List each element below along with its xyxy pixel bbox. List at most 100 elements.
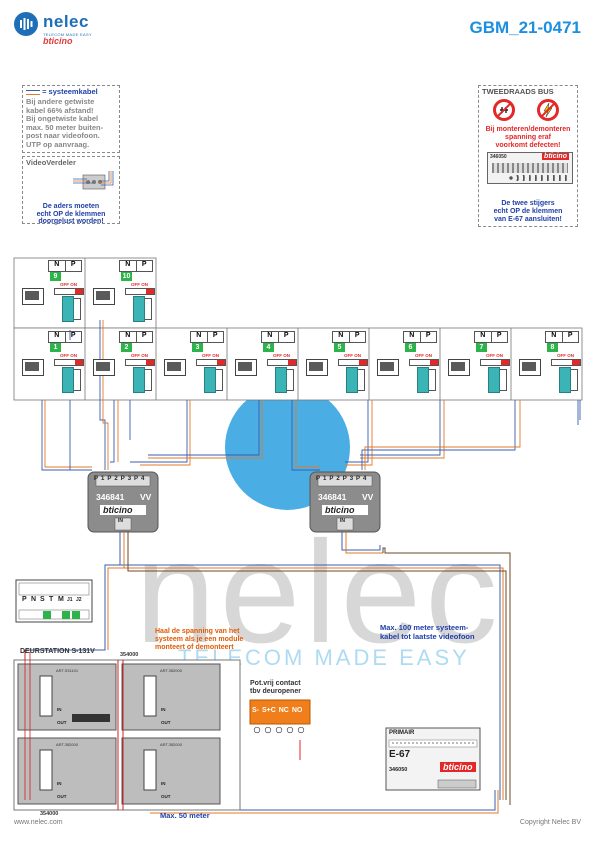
max-system-note: Max. 100 meter systeem- kabel tot laatst… bbox=[380, 623, 475, 641]
door-terminal: S bbox=[40, 596, 45, 603]
contact-title: Pot.vrij contact tbv deuropener bbox=[250, 680, 301, 696]
splitter-note-line: doorgelust worden! bbox=[38, 218, 104, 225]
phone-switch-label: OFF ON bbox=[131, 353, 148, 358]
terminal-n: N bbox=[49, 332, 66, 342]
contact-terminal: S- bbox=[252, 707, 259, 714]
phone-switch bbox=[480, 359, 510, 366]
bus-module-code: 346050 bbox=[490, 154, 507, 160]
bus-footer-line: echt OP de klemmen bbox=[493, 207, 563, 215]
splitter-port: P3 bbox=[120, 476, 135, 482]
phone-connector bbox=[346, 367, 358, 393]
monitor-icon bbox=[22, 359, 44, 376]
splitter-port: P1 bbox=[316, 476, 330, 482]
no-voltage-icon bbox=[537, 99, 559, 121]
contact-terminal-labels: S- S+C NC NO bbox=[252, 707, 302, 714]
splitter-note-line: De aders moeten bbox=[42, 203, 100, 210]
phone-bracket bbox=[287, 369, 294, 391]
splitter-vv: VV bbox=[140, 492, 152, 502]
terminal-p: P bbox=[70, 261, 76, 268]
terminal-n: N bbox=[49, 261, 66, 271]
phone-number-badge: 10 bbox=[121, 272, 132, 281]
phone-switch-label: OFF ON bbox=[202, 353, 219, 358]
door-out-label: OUT bbox=[57, 794, 67, 799]
bus-warning-line: Bij monteren/demonteren bbox=[485, 126, 571, 133]
cable-swatch-icon bbox=[26, 89, 40, 95]
phone-bracket bbox=[145, 369, 152, 391]
phone-switch bbox=[54, 288, 84, 295]
footer-copyright: Copyright Nelec BV bbox=[519, 819, 581, 826]
splitter-brand: bticino bbox=[325, 505, 355, 515]
splitter-code: 346841 bbox=[96, 492, 125, 502]
phone-switch-label: OFF ON bbox=[486, 353, 503, 358]
phone-connector bbox=[559, 367, 571, 393]
max-short-note: Max. 50 meter bbox=[160, 811, 210, 820]
door-module-code: ART.352000 bbox=[56, 742, 78, 747]
terminal-n: N bbox=[191, 332, 208, 342]
watermark-word: nelec bbox=[135, 511, 502, 673]
monitor-icon bbox=[519, 359, 541, 376]
phone-number-badge: 6 bbox=[405, 343, 416, 352]
phone-bracket bbox=[358, 369, 365, 391]
phone-number-badge: 8 bbox=[547, 343, 558, 352]
phone-bracket bbox=[216, 369, 223, 391]
voltage-warning-line: Haal de spanning van het bbox=[155, 628, 240, 635]
phone-switch-label: OFF ON bbox=[344, 353, 361, 358]
terminal-p: P bbox=[567, 332, 573, 339]
splitter-in-label: IN bbox=[118, 518, 123, 524]
legend-line: Bij andere getwiste bbox=[26, 97, 95, 106]
splitter-port: P4 bbox=[134, 476, 148, 482]
max-system-line: Max. 100 meter systeem- bbox=[380, 623, 469, 632]
monitor-icon bbox=[93, 288, 115, 305]
terminal-p: P bbox=[496, 332, 502, 339]
splitter-vv: VV bbox=[362, 492, 374, 502]
legend-line: UTP op aanvraag. bbox=[26, 139, 90, 149]
monitor-icon bbox=[93, 359, 115, 376]
phone-switch-label: OFF ON bbox=[60, 353, 77, 358]
phone-connector bbox=[62, 296, 74, 322]
phone-switch bbox=[338, 359, 368, 366]
bus-module-brand: bticino bbox=[542, 153, 569, 160]
phone-switch-label: OFF ON bbox=[557, 353, 574, 358]
monitor-icon bbox=[22, 288, 44, 305]
door-station bbox=[13, 652, 241, 811]
splitter-port: P1 bbox=[94, 476, 108, 482]
splitter-box bbox=[87, 471, 159, 533]
phone-number-badge: 5 bbox=[334, 343, 345, 352]
door-terminal: T bbox=[49, 596, 54, 603]
terminal-p: P bbox=[70, 332, 76, 339]
footer-website: www.nelec.com bbox=[14, 819, 63, 826]
splitter-in-label: IN bbox=[340, 518, 345, 524]
terminal-p: P bbox=[141, 261, 147, 268]
phone-bracket bbox=[145, 298, 152, 320]
phone-number-badge: 2 bbox=[121, 343, 132, 352]
splitter-note-line: echt OP de klemmen bbox=[36, 210, 106, 218]
phone-switch-label: OFF ON bbox=[60, 282, 77, 287]
terminal-n: N bbox=[262, 332, 279, 342]
phone-bracket bbox=[74, 369, 81, 391]
terminal-n: N bbox=[120, 332, 137, 342]
door-terminal: J1 bbox=[67, 597, 73, 603]
bus-footer-line: van E-67 aansluiten! bbox=[494, 215, 562, 223]
door-out-label: OUT bbox=[161, 720, 171, 725]
legend-line: post naar videofoon. bbox=[26, 131, 100, 141]
terminal-n: N bbox=[333, 332, 350, 342]
brand-tagline: TELECOM MADE EASY bbox=[43, 32, 92, 37]
legend-line: Bij ongetwiste kabel bbox=[26, 114, 99, 124]
splitter-code: 346841 bbox=[318, 492, 347, 502]
splitter-port: P4 bbox=[356, 476, 370, 482]
terminal-p: P bbox=[141, 332, 147, 339]
phone-connector bbox=[62, 367, 74, 393]
partner-brand: bticino bbox=[43, 36, 73, 46]
door-in-label: IN bbox=[57, 707, 62, 712]
